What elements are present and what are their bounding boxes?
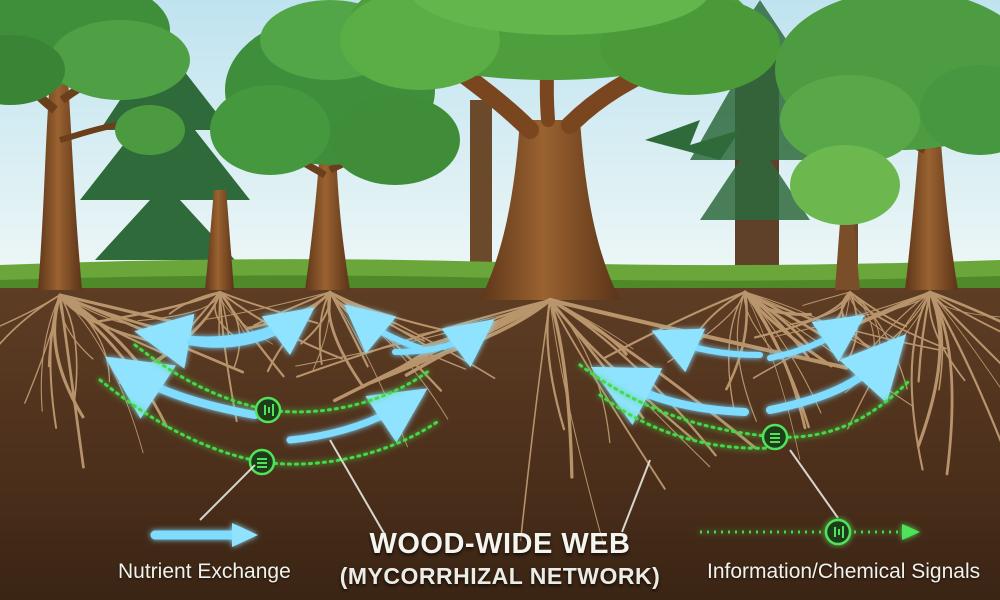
legend-nutrient-label: Nutrient Exchange <box>118 560 291 583</box>
nutrient-arrows <box>105 304 907 444</box>
root-strand <box>548 298 574 479</box>
root-strand <box>296 298 552 378</box>
nutrient-arrow <box>392 319 495 368</box>
nutrient-arrow <box>344 304 423 354</box>
root-strand <box>327 290 365 389</box>
callout-lines <box>199 439 839 536</box>
root-strand <box>59 294 78 399</box>
root-strand <box>0 294 61 345</box>
root-strand <box>603 290 747 359</box>
signal-node-icon <box>824 518 852 546</box>
title-main: WOOD-WIDE WEB <box>369 528 631 560</box>
root-strand <box>219 291 238 423</box>
root-strand <box>219 291 241 369</box>
nutrient-arrow <box>767 314 865 362</box>
root-strand <box>802 291 851 306</box>
root-strand <box>916 290 942 448</box>
signal-node-icon <box>254 396 282 424</box>
root-strand <box>917 290 932 383</box>
nutrient-arrow <box>105 356 259 419</box>
root-strand <box>725 290 748 391</box>
root-strand <box>40 294 61 412</box>
nutrient-arrow <box>187 307 315 356</box>
root-strand <box>312 291 331 371</box>
root-strand <box>928 290 1000 365</box>
root-strand <box>929 291 1000 333</box>
root-strand <box>59 294 127 324</box>
legend-nutrient-arrow <box>150 523 258 547</box>
root-strand <box>58 293 85 469</box>
tree-second <box>205 0 460 290</box>
diagram-title: WOOD-WIDE WEB (MYCORRHIZAL NETWORK) <box>300 528 700 590</box>
root-strand <box>736 291 757 422</box>
legend-info-label: Information/Chemical Signals <box>707 560 981 583</box>
legend-signal-line <box>700 518 920 546</box>
root-strand <box>519 299 551 541</box>
root-strand <box>743 291 781 360</box>
nutrient-arrow <box>286 388 428 444</box>
root-strand <box>549 299 634 350</box>
root-strand <box>743 290 811 348</box>
title-subtitle: (MYCORRHIZAL NETWORK) <box>339 563 661 589</box>
root-strand <box>928 290 1000 323</box>
tree-central <box>340 0 780 300</box>
root-strand <box>47 293 62 368</box>
root-strand <box>203 291 331 321</box>
nutrient-arrow <box>651 328 763 373</box>
root-strand <box>168 291 221 315</box>
signal-line <box>598 393 772 450</box>
nutrient-arrow <box>766 334 907 414</box>
tree-left <box>0 0 190 290</box>
tree-right <box>645 0 1000 290</box>
root-strand <box>928 290 1000 443</box>
root-strand <box>548 298 757 449</box>
signal-node-icon <box>761 423 789 451</box>
signal-node-icon <box>248 448 276 476</box>
nutrient-arrow <box>590 366 749 425</box>
signal-nodes <box>248 396 789 476</box>
root-strand <box>94 290 222 324</box>
root-strand <box>548 298 696 442</box>
root-strand <box>318 291 331 365</box>
root-strand <box>929 291 1000 388</box>
